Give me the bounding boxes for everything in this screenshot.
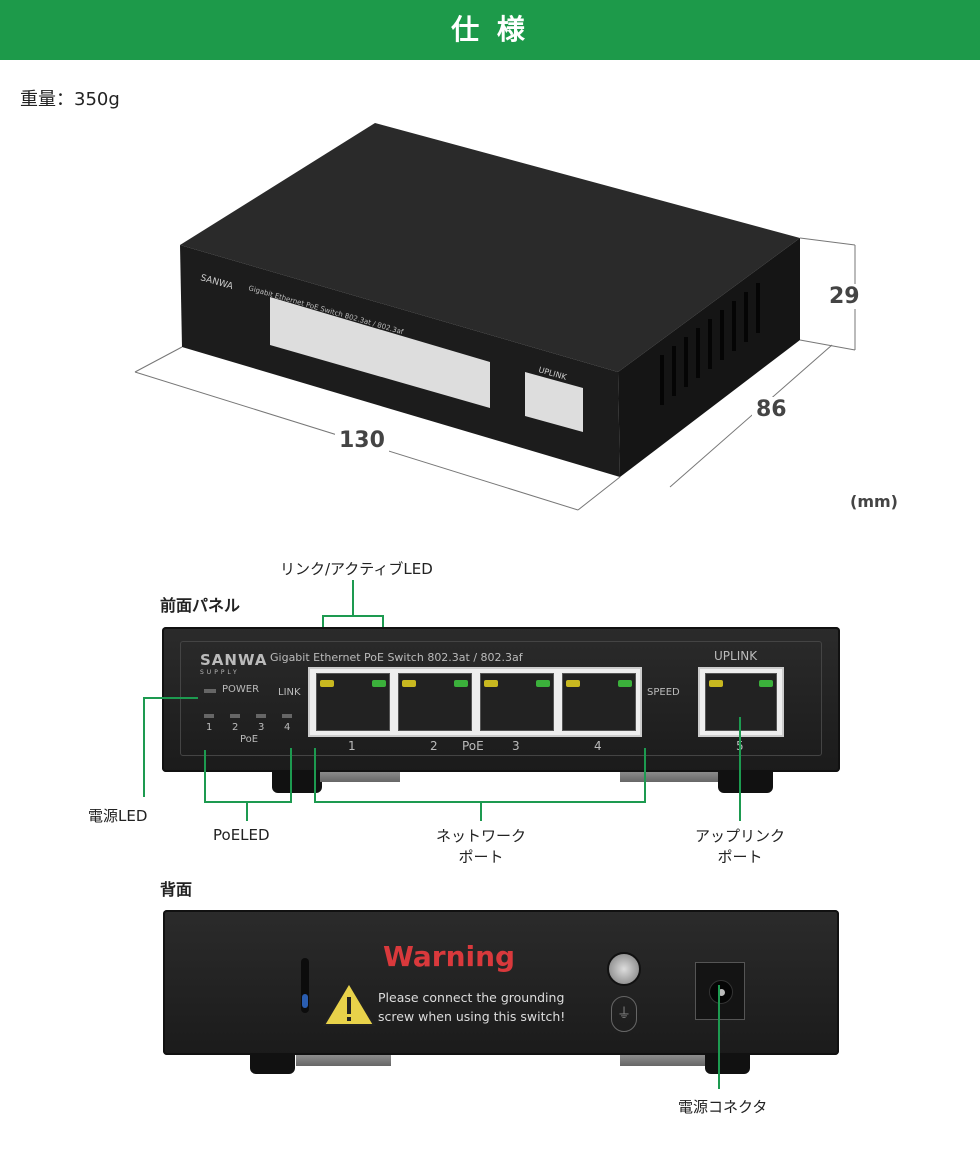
network-port-1[interactable]: [316, 673, 390, 731]
port-2-number: 2: [430, 739, 438, 753]
rear-panel-title: 背面: [160, 880, 193, 899]
depth-dimension-line: [669, 344, 833, 488]
port-4-number: 4: [594, 739, 602, 753]
ports-poe-label: PoE: [462, 739, 484, 753]
poe-led-2-label: 2: [232, 722, 239, 733]
header-title: 仕 様: [451, 13, 529, 46]
poe-led-group-label: PoE: [240, 734, 259, 745]
unit-label: (mm): [850, 492, 898, 511]
poe-led-3-label: 3: [258, 722, 265, 733]
poe-led-callout: PoELED: [213, 826, 270, 844]
poe-led-1-label: 1: [206, 722, 213, 733]
link-label: LINK: [278, 687, 301, 698]
power-led: [204, 689, 216, 693]
uplink-port[interactable]: [705, 673, 777, 731]
warning-title: Warning: [383, 940, 516, 973]
grounding-screw-icon: [607, 952, 641, 986]
ports-block: [270, 297, 490, 408]
network-port-2[interactable]: [398, 673, 472, 731]
brand-sub: SUPPLY: [200, 669, 240, 676]
network-ports: [308, 667, 642, 737]
power-connector[interactable]: [695, 962, 745, 1020]
power-connector-callout: 電源コネクタ: [678, 1098, 768, 1116]
front-panel: SANWA SUPPLY Gigabit Ethernet PoE Switch…: [162, 627, 840, 772]
speed-label: SPEED: [647, 687, 680, 698]
weight-label: 重量：350g: [20, 89, 120, 110]
warning-triangle-icon: [322, 981, 376, 1026]
port-1-number: 1: [348, 739, 356, 753]
slot: [301, 958, 309, 1013]
network-port-3[interactable]: [480, 673, 554, 731]
network-port-callout: ネットワークポート: [436, 827, 527, 866]
uplink-port-callout: アップリンクポート: [695, 827, 786, 866]
port-3-number: 3: [512, 739, 520, 753]
section-header: 仕 様: [0, 0, 980, 60]
ground-symbol-icon: ⏚: [611, 996, 637, 1032]
depth-value: 86: [752, 397, 791, 422]
poe-led-4-label: 4: [284, 722, 291, 733]
power-led-callout: 電源LED: [88, 807, 148, 825]
uplink-port: [525, 372, 583, 432]
link-led-callout: リンク/アクティブLED: [280, 560, 433, 578]
width-value: 130: [335, 428, 389, 453]
device-3d-illustration: SANWA Gigabit Ethernet PoE Switch 802.3a…: [134, 123, 856, 511]
height-value: 29: [825, 284, 864, 309]
device-top-face: [180, 123, 800, 372]
power-label: POWER: [222, 684, 260, 695]
uplink-label: UPLINK: [714, 649, 758, 663]
front-panel-title: 前面パネル: [160, 596, 241, 615]
model-text: Gigabit Ethernet PoE Switch 802.3at / 80…: [270, 651, 523, 664]
brand-logo: SANWA: [200, 651, 268, 669]
network-port-4[interactable]: [562, 673, 636, 731]
